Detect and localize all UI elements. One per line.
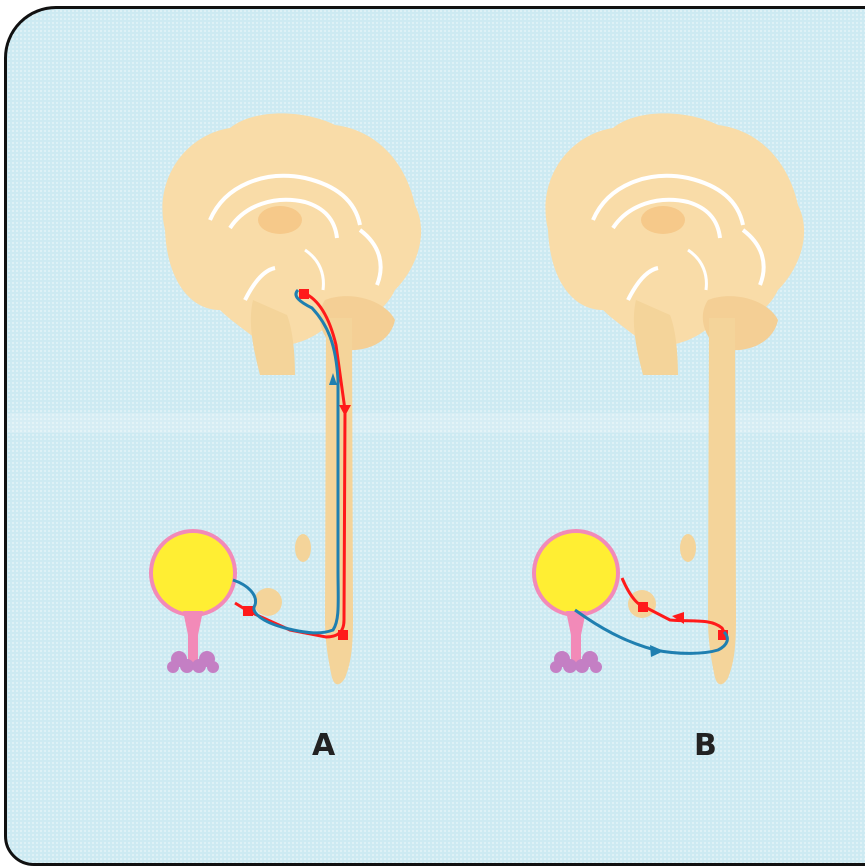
ganglion-lower-a bbox=[254, 588, 282, 616]
bladder-a bbox=[151, 531, 235, 673]
panel-a bbox=[151, 113, 421, 684]
panel-label-b: B bbox=[694, 728, 717, 763]
panel-label-a: A bbox=[312, 728, 335, 763]
synapse-ganglion-b bbox=[638, 602, 648, 612]
arrow-left-b bbox=[672, 612, 684, 624]
ganglion-upper-a bbox=[295, 534, 311, 562]
arrow-right-b bbox=[650, 645, 664, 657]
ganglion-upper-b bbox=[680, 534, 696, 562]
bladder-b bbox=[534, 531, 618, 673]
brain-a bbox=[162, 113, 421, 375]
brain-b bbox=[545, 113, 804, 375]
synapse-brainstem-a bbox=[299, 289, 309, 299]
synapse-sacral-a bbox=[338, 630, 348, 640]
synapse-ganglion-a bbox=[243, 606, 253, 616]
panel-b bbox=[534, 113, 804, 684]
